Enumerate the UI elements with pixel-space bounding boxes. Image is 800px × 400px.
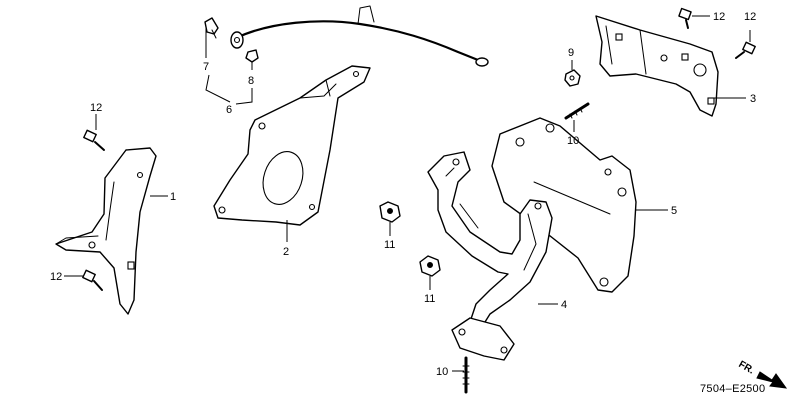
stud-10-b: [462, 356, 470, 394]
leader-lines: [64, 15, 751, 372]
nut-11-b: [419, 255, 441, 277]
stud-10-a: [564, 102, 590, 120]
diagram-code: 7504–E2500: [700, 383, 765, 395]
part-2-bracket: [213, 65, 371, 226]
callout-7: 7: [203, 61, 209, 73]
part-4-pipe: [427, 151, 553, 361]
callout-4: 4: [561, 299, 567, 311]
callout-9: 9: [568, 47, 574, 59]
callout-12-left-upper: 12: [90, 102, 102, 114]
bolt-12-a: [83, 129, 105, 151]
nut-9: [564, 69, 581, 87]
bolt-12-c: [678, 7, 692, 29]
callout-3: 3: [750, 93, 756, 105]
callout-12-top: 12: [713, 11, 725, 23]
callout-12-right: 12: [744, 11, 756, 23]
callout-6: 6: [226, 104, 232, 116]
front-arrow-icon: [756, 371, 788, 389]
nut-11-a: [379, 201, 401, 223]
callout-10-upper: 10: [567, 135, 579, 147]
callout-11-lower: 11: [424, 293, 435, 305]
callout-labels: 1 2 3 4 5 6 7 8 9 10 10 11 11 12 12 12 1…: [50, 11, 756, 378]
bolt-12-d: [735, 41, 756, 59]
callout-12-left-lower: 12: [50, 271, 62, 283]
front-label: FR.: [737, 359, 757, 377]
callout-10-lower: 10: [436, 366, 448, 378]
callout-8: 8: [248, 75, 254, 87]
cable-assembly: [204, 5, 489, 67]
callout-11-upper: 11: [384, 239, 395, 251]
bolt-12-b: [82, 269, 103, 291]
callout-1: 1: [170, 191, 176, 203]
part-3-bracket: [595, 15, 719, 117]
part-5-plate: [491, 117, 637, 293]
part-1-bracket: [55, 147, 157, 315]
callout-2: 2: [283, 246, 289, 258]
callout-5: 5: [671, 205, 677, 217]
